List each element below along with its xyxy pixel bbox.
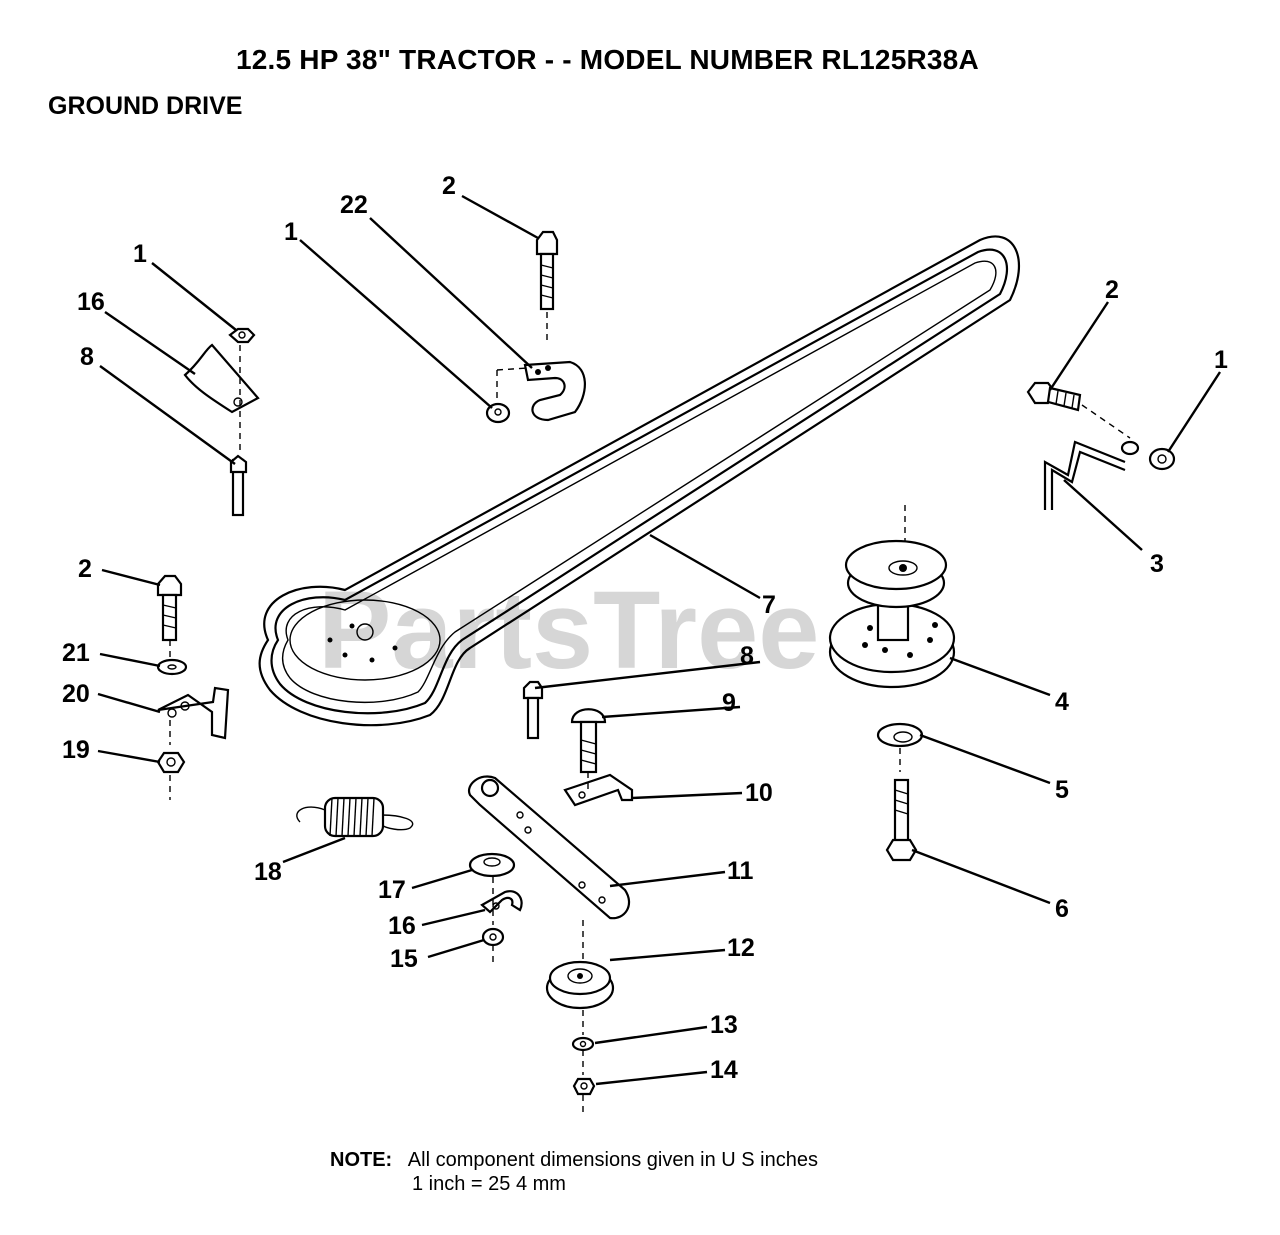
callout-10: 10 (745, 779, 773, 807)
nut-14 (572, 1077, 596, 1096)
leader-lines (97, 194, 1222, 1086)
bolt-2-left (156, 574, 183, 642)
callout-1: 1 (284, 218, 298, 246)
note-label: NOTE: (330, 1149, 393, 1171)
nut-19 (156, 751, 186, 774)
callout-5: 5 (1055, 776, 1069, 804)
spacer-17 (468, 852, 516, 878)
callout-16: 16 (388, 912, 416, 940)
callout-11: 11 (727, 857, 754, 885)
stud-8-center (522, 680, 544, 740)
callout-22: 22 (340, 191, 368, 219)
callout-8: 8 (80, 343, 94, 371)
callout-2: 2 (442, 172, 456, 200)
stud-8-topleft (229, 454, 248, 517)
callout-6: 6 (1055, 895, 1069, 923)
note-line-2: 1 inch = 25 4 mm (412, 1173, 566, 1195)
callout-4: 4 (1055, 688, 1069, 716)
note-line-1: All component dimensions given in U S in… (407, 1149, 818, 1171)
bracket-10 (563, 773, 634, 807)
rod-3 (1043, 440, 1140, 510)
nut-1-topleft (228, 327, 256, 344)
watermark-text: PartsTree (318, 569, 819, 692)
bolt-6 (885, 778, 918, 862)
section-title: GROUND DRIVE (48, 92, 243, 120)
belt-pulley-hub (289, 599, 441, 681)
bolt-2-topmid (535, 230, 559, 311)
callout-3: 3 (1150, 550, 1164, 578)
callout-labels: 1 16 8 1 22 2 2 1 3 7 2 21 20 19 8 9 4 5… (62, 172, 1228, 1084)
callout-15: 15 (390, 945, 418, 973)
nut-1-topright (1148, 447, 1176, 471)
pulley-4 (828, 539, 956, 689)
carriage-bolt-9 (570, 708, 607, 774)
callout-8: 8 (740, 642, 754, 670)
bracket-16-topleft (183, 343, 260, 414)
callout-7: 7 (762, 591, 776, 619)
callout-1: 1 (1214, 346, 1228, 374)
bolt-2-topright (1026, 381, 1082, 412)
washer-5 (876, 722, 924, 748)
callout-18: 18 (254, 858, 282, 886)
callout-14: 14 (710, 1056, 738, 1084)
washer-21 (156, 658, 188, 676)
callout-16: 16 (77, 288, 105, 316)
pulley-12 (545, 960, 615, 1010)
callout-13: 13 (710, 1011, 738, 1039)
callout-19: 19 (62, 736, 90, 764)
page-title: 12.5 HP 38" TRACTOR - - MODEL NUMBER RL1… (236, 44, 979, 75)
washer-13 (571, 1036, 595, 1052)
axis-line (1081, 404, 1131, 439)
callout-21: 21 (62, 639, 90, 667)
idler-arm-11 (467, 775, 631, 920)
spring-18 (296, 796, 414, 838)
callout-2: 2 (78, 555, 92, 583)
nut-15 (481, 927, 505, 947)
callout-2: 2 (1105, 276, 1119, 304)
callout-17: 17 (378, 876, 406, 904)
bracket-20 (157, 686, 230, 740)
nut-1-topmid (485, 402, 511, 424)
bracket-16-center (480, 890, 523, 914)
callout-9: 9 (722, 689, 736, 717)
callout-12: 12 (727, 934, 755, 962)
callout-20: 20 (62, 680, 90, 708)
callout-1: 1 (133, 240, 147, 268)
dimension-note: NOTE: All component dimensions given in … (330, 1148, 818, 1195)
axis-line (496, 367, 528, 371)
bracket-22 (523, 360, 586, 422)
drive-belt (258, 235, 1020, 727)
